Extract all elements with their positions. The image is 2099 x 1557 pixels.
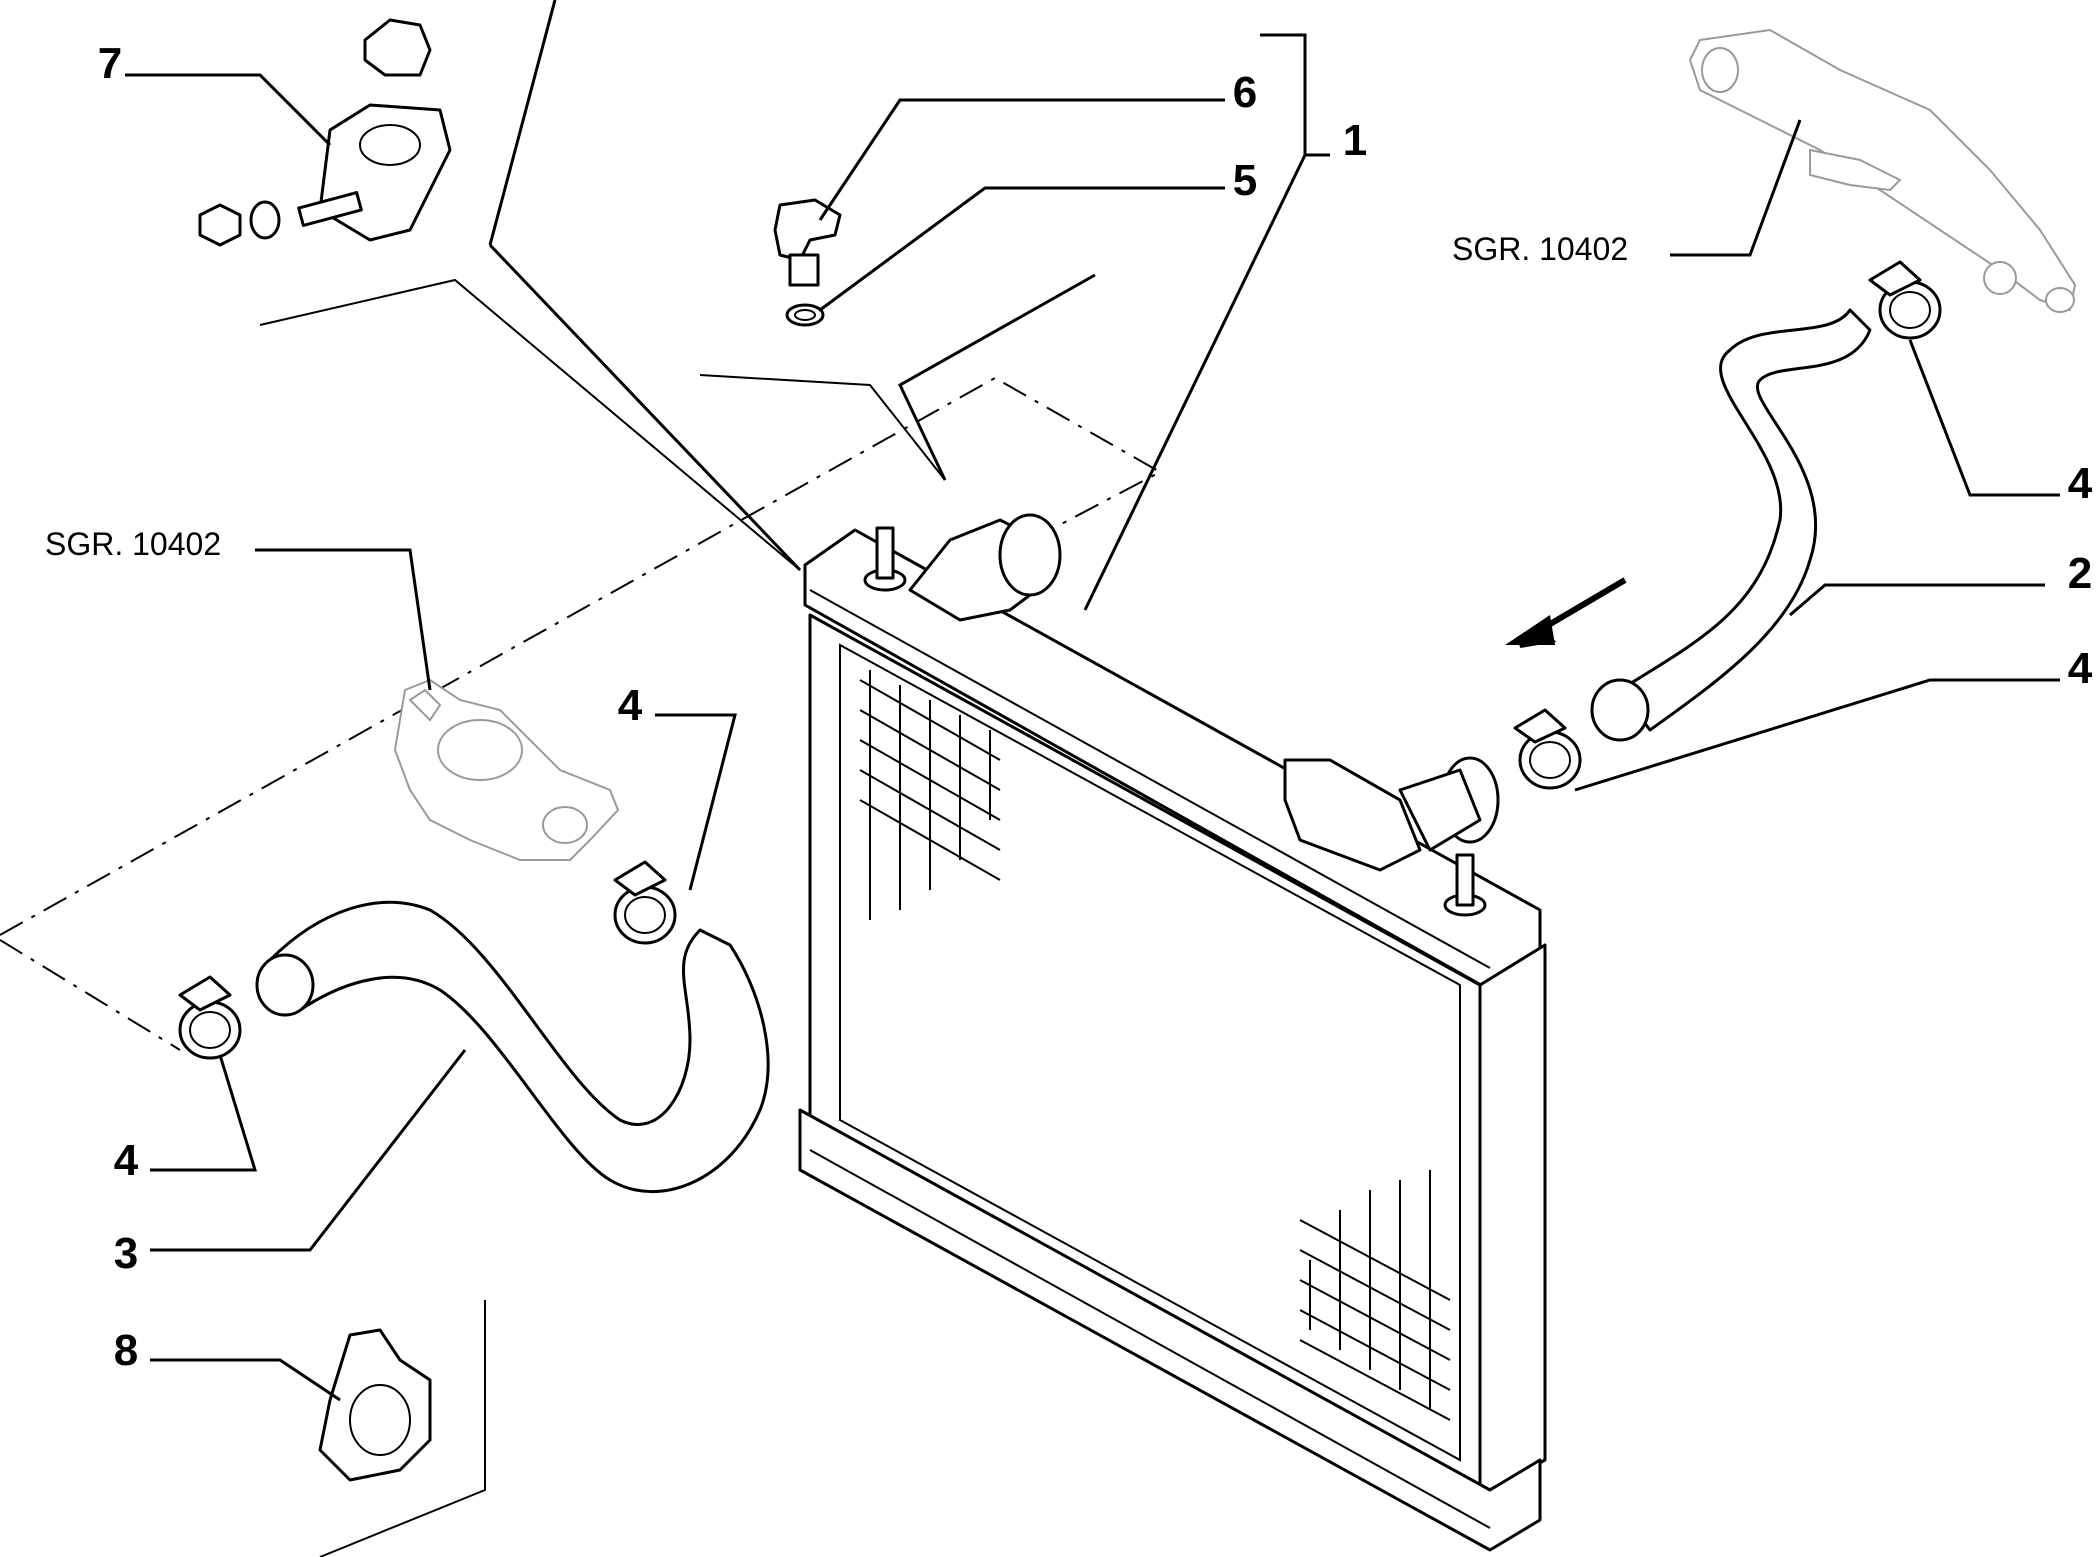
callout-4-middle-right: 4	[2068, 644, 2093, 693]
callout-6: 6	[1233, 68, 1257, 117]
construction-line	[488, 243, 802, 572]
assembly-guide-line	[0, 376, 1163, 936]
callout-4-center: 4	[618, 681, 643, 730]
construction-line	[898, 273, 1096, 481]
water-pump-reference-part	[393, 678, 620, 861]
leader-4c	[655, 713, 737, 891]
callout-1: 1	[1343, 116, 1367, 165]
hose-clamp-center	[613, 860, 677, 945]
leader-6	[818, 98, 1225, 221]
water-manifold-reference-part	[1688, 28, 2077, 313]
leader-8	[150, 1358, 341, 1402]
leader-2	[1789, 583, 2045, 617]
construction-line	[259, 278, 801, 571]
reference-label-right: SGR. 10402	[1452, 231, 1628, 267]
callout-7: 7	[98, 39, 122, 88]
construction-line	[488, 0, 557, 246]
leader-4b	[1574, 678, 2060, 792]
drain-plug	[773, 198, 842, 287]
callout-2: 2	[2068, 549, 2092, 598]
upper-hose	[1590, 308, 1872, 742]
callout-3: 3	[114, 1229, 138, 1278]
callout-4-left: 4	[114, 1136, 139, 1185]
leader-7	[125, 73, 332, 147]
construction-line	[319, 1300, 486, 1557]
radiator	[798, 513, 1547, 1552]
lower-hose	[255, 900, 770, 1194]
assembly-guide-line-lower	[0, 939, 181, 1051]
leader-4a	[1908, 339, 2060, 497]
construction-line	[699, 374, 946, 481]
leader-ref-right	[1670, 119, 1802, 257]
hose-clamp-middle-right	[1513, 708, 1582, 790]
leader-1	[1083, 33, 1307, 611]
hose-clip	[318, 1328, 432, 1482]
hose-clamp-upper-right	[1868, 260, 1942, 340]
callout-8: 8	[114, 1326, 138, 1375]
mounting-bracket-assembly	[198, 18, 452, 247]
radiator-core-grid	[859, 670, 1451, 1421]
leader-ref-left	[255, 548, 432, 691]
flow-direction-arrowhead	[1505, 615, 1555, 645]
hose-clamp-left	[178, 975, 242, 1060]
leader-3	[150, 1049, 467, 1252]
leader-5	[819, 186, 1225, 312]
leader-4d	[150, 1054, 258, 1172]
callout-5: 5	[1233, 156, 1257, 205]
plug-seal-ring	[785, 303, 825, 327]
callout-4-upper-right: 4	[2068, 459, 2093, 508]
reference-label-left: SGR. 10402	[45, 526, 221, 562]
